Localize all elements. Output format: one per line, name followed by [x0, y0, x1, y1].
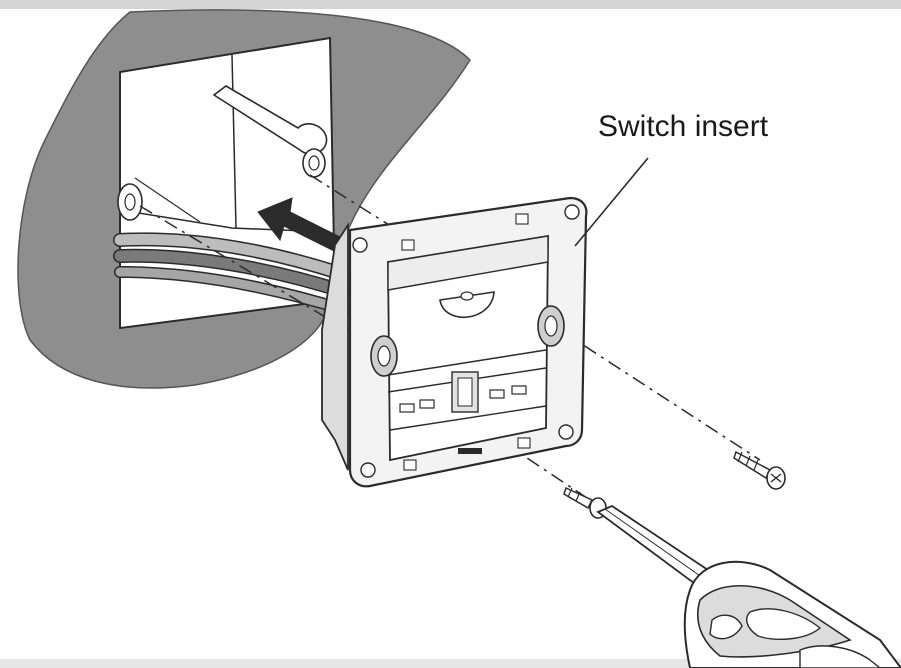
callout-leader [574, 157, 649, 247]
switch-insert-label: Switch insert [598, 110, 769, 143]
screw-right [733, 450, 786, 490]
screwdriver [596, 504, 901, 668]
cables [113, 232, 352, 316]
switch-insert [321, 196, 588, 488]
top-bar [0, 0, 901, 9]
screw-left [563, 486, 607, 519]
bottom-bar [0, 659, 901, 668]
